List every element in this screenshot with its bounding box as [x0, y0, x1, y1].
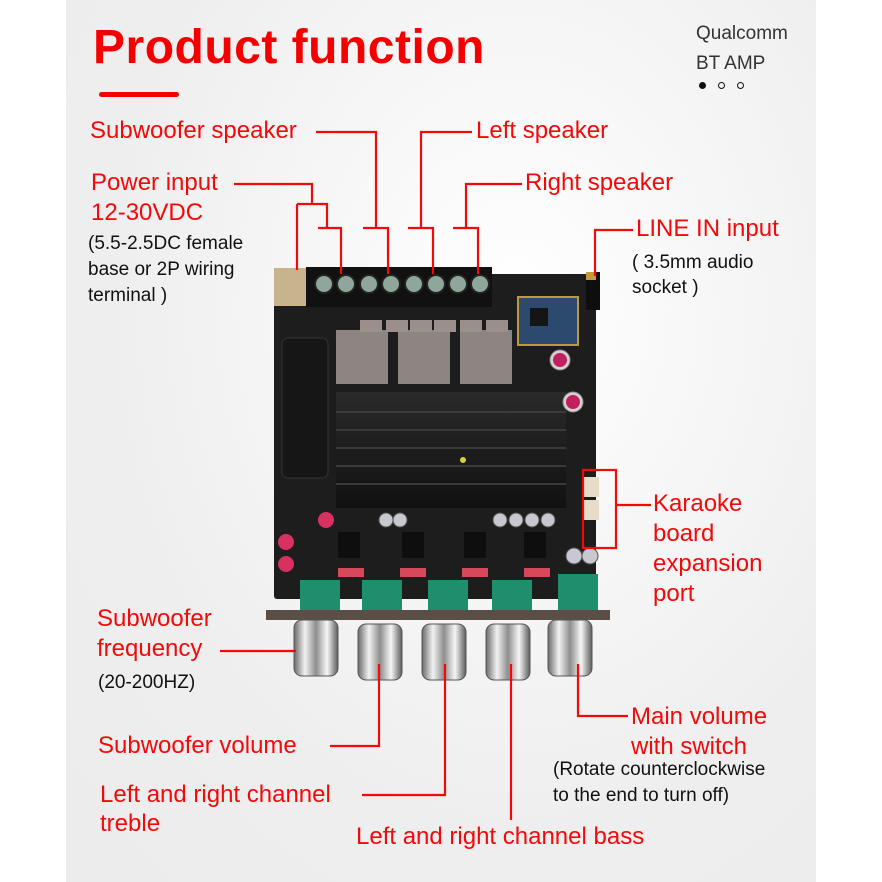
label-treble-1: Left and right channel: [100, 781, 331, 808]
label-karaoke-1: Karaoke: [653, 490, 743, 517]
label-sub-frequency-2: frequency: [97, 635, 203, 662]
label-right-speaker: Right speaker: [525, 169, 674, 196]
carousel-dot[interactable]: [718, 82, 725, 89]
label-power-note-1: (5.5-2.5DC female: [88, 233, 244, 254]
dc-jack: [274, 268, 306, 306]
label-line-in: LINE IN input: [636, 215, 779, 242]
line-left-speaker: [419, 130, 472, 228]
label-sub-frequency-note: (20-200HZ): [98, 672, 196, 693]
terminal-screws: [314, 274, 490, 294]
label-power-note-3: terminal ): [88, 285, 168, 306]
label-karaoke-2: board: [653, 520, 715, 547]
knob-sub-frequency: [293, 619, 339, 677]
karaoke-port-2: [583, 500, 599, 520]
line-right-speaker: [464, 182, 522, 228]
label-bass: Left and right channel bass: [356, 823, 645, 850]
label-sub-volume: Subwoofer volume: [98, 732, 297, 759]
bulk-capacitor: [281, 337, 329, 479]
inductors: [336, 330, 512, 384]
line-subwoofer-speaker: [316, 130, 378, 228]
label-main-volume-note-2: to the end to turn off): [553, 785, 730, 806]
label-karaoke-3: expansion: [653, 550, 763, 577]
label-treble-2: treble: [100, 810, 161, 837]
page-title: Product function: [93, 21, 485, 74]
brand-line-2: BT AMP: [696, 53, 766, 74]
label-subwoofer-speaker: Subwoofer speaker: [90, 117, 297, 144]
audio-jack: [586, 272, 600, 310]
label-line-in-note-2: socket ): [632, 277, 699, 298]
line-power-input: [234, 182, 314, 204]
amplifier-board-photo: [274, 267, 600, 610]
label-karaoke-4: port: [653, 580, 695, 607]
label-main-volume-1: Main volume: [631, 703, 768, 730]
title-underline: [99, 92, 179, 97]
label-main-volume-2: with switch: [631, 733, 748, 760]
label-power-voltage: 12-30VDC: [91, 199, 204, 226]
potentiometers: [300, 574, 598, 610]
infographic-canvas: Product function Qualcomm BT AMP: [66, 0, 816, 882]
knob-sub-volume: [357, 623, 403, 681]
knob-treble: [421, 623, 467, 681]
label-power-note-2: base or 2P wiring: [88, 259, 235, 280]
label-main-volume-note-1: (Rotate counterclockwise: [553, 759, 766, 780]
label-power-input: Power input: [91, 169, 218, 196]
brand-line-1: Qualcomm: [696, 23, 788, 44]
label-sub-frequency-1: Subwoofer: [97, 605, 212, 632]
label-left-speaker: Left speaker: [476, 117, 609, 144]
knob-main-volume: [547, 619, 593, 677]
karaoke-port-1: [583, 477, 599, 497]
heatsink: [336, 392, 566, 508]
label-line-in-note-1: ( 3.5mm audio: [632, 252, 754, 273]
carousel-dot-active[interactable]: [699, 82, 706, 89]
knob-bass: [485, 623, 531, 681]
front-panel-knobs: [266, 610, 610, 681]
carousel-dot[interactable]: [737, 82, 744, 89]
carousel-dots: [699, 82, 744, 89]
